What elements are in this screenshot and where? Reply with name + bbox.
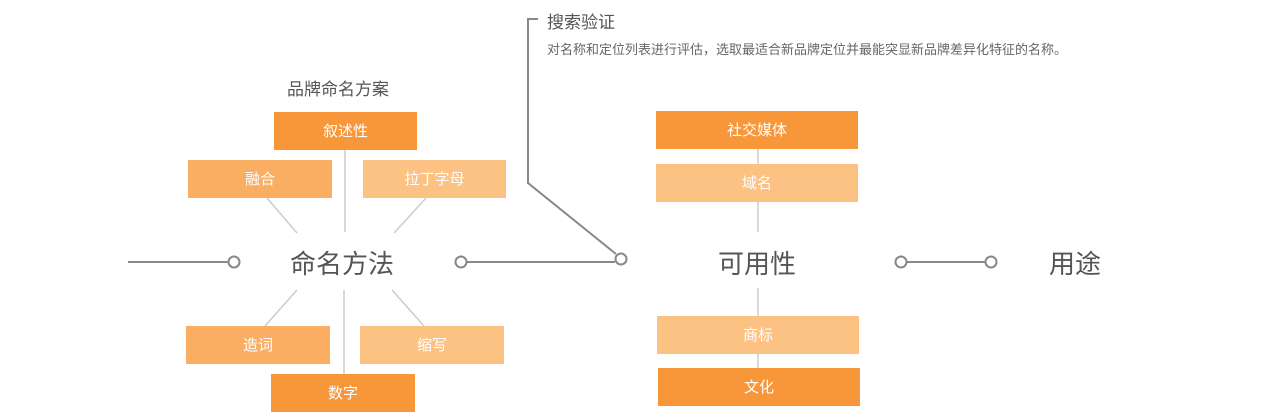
box-social-media: 社交媒体 — [656, 111, 858, 149]
callout-description: 对名称和定位列表进行评估，选取最适合新品牌定位并最能突显新品牌差异化特征的名称。 — [547, 43, 1068, 58]
timeline-node-mid-right — [614, 252, 628, 266]
spoke-lower-left — [264, 289, 298, 327]
node-availability: 可用性 — [718, 250, 797, 280]
box-trademark: 商标 — [657, 316, 859, 354]
box-numbers: 数字 — [271, 374, 415, 412]
box-domain: 域名 — [656, 164, 858, 202]
timeline-node-right-a — [894, 255, 908, 269]
box-abbreviation: 缩写 — [360, 326, 504, 364]
naming-scheme-title: 品牌命名方案 — [287, 80, 389, 100]
callout-title: 搜索验证 — [547, 13, 615, 33]
node-naming-method: 命名方法 — [290, 250, 395, 280]
spoke-lower-right — [391, 289, 425, 327]
node-usage: 用途 — [1049, 250, 1102, 280]
spoke-upper-left — [266, 197, 298, 234]
timeline-node-right-b — [984, 255, 998, 269]
box-fusion: 融合 — [188, 160, 332, 198]
box-coined-word: 造词 — [186, 326, 330, 364]
box-culture: 文化 — [658, 368, 860, 406]
timeline-node-left — [227, 255, 241, 269]
spoke-upper-right — [393, 197, 427, 234]
timeline-node-mid-left — [454, 255, 468, 269]
callout-leader — [527, 18, 617, 255]
box-descriptive: 叙述性 — [274, 112, 417, 150]
box-latin-letters: 拉丁字母 — [363, 160, 506, 198]
